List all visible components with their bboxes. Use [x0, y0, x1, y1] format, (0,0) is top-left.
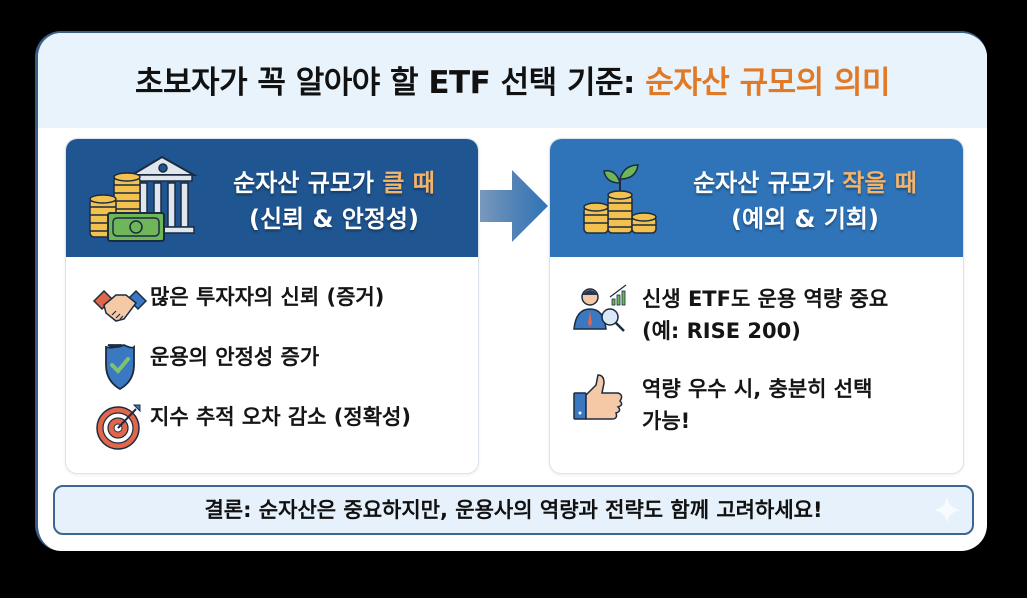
large-assets-heading: 순자산 규모가 클 때 (신뢰 & 안정성): [194, 165, 474, 237]
title-accent: 순자산 규모의 의미: [645, 65, 890, 101]
item-text: 운용의 안정성 증가: [150, 345, 320, 369]
heading-subtitle: (예외 & 기회): [731, 205, 879, 233]
list-item: 지수 추적 오차 감소 (정확성): [90, 401, 411, 451]
heading-highlight: 클 때: [382, 169, 435, 197]
title-band: [38, 33, 987, 128]
heading-prefix: 순자산 규모가: [233, 169, 383, 197]
small-assets-heading: 순자산 규모가 작을 때 (예외 & 기회): [660, 165, 950, 237]
small-assets-header: 순자산 규모가 작을 때 (예외 & 기회): [550, 139, 963, 257]
item-text: 역량 우수 시, 충분히 선택 가능!: [642, 377, 873, 433]
heading-subtitle: (신뢰 & 안정성): [249, 205, 419, 233]
list-item: 많은 투자자의 신뢰 (증거): [90, 281, 384, 331]
target-icon: [96, 404, 141, 450]
small-assets-panel: 순자산 규모가 작을 때 (예외 & 기회): [549, 138, 964, 474]
list-item: 운용의 안정성 증가: [90, 341, 319, 391]
large-assets-list: 많은 투자자의 신뢰 (증거) 운용의 안정성 증가 지수 추적: [66, 257, 478, 473]
item-text: 지수 추적 오차 감소 (정확성): [150, 405, 411, 429]
list-item: 역량 우수 시, 충분히 선택 가능!: [572, 373, 872, 437]
heading-prefix: 순자산 규모가: [693, 169, 843, 197]
large-assets-panel: 순자산 규모가 클 때 (신뢰 & 안정성) 많은 투자자의 신뢰 (증거): [65, 138, 479, 474]
thumbs-up-icon: [573, 374, 623, 420]
item-text: 많은 투자자의 신뢰 (증거): [150, 285, 385, 309]
large-assets-header: 순자산 규모가 클 때 (신뢰 & 안정성): [66, 139, 478, 257]
conclusion-box: 결론: 순자산은 중요하지만, 운용사의 역량과 전략도 함께 고려하세요!: [53, 485, 974, 535]
sprout-coins-icon: [583, 164, 657, 234]
arrow-right-icon: [480, 170, 548, 242]
title-main: 초보자가 꼭 알아야 할 ETF 선택 기준:: [135, 65, 646, 101]
list-item: 신생 ETF도 운용 역량 중요 (예: RISE 200): [572, 283, 888, 347]
bank-coins-cash-icon: [89, 155, 198, 242]
sparkle-icon: [934, 497, 960, 523]
shield-check-icon: [105, 343, 135, 391]
handshake-icon: [92, 289, 148, 322]
small-assets-list: 신생 ETF도 운용 역량 중요 (예: RISE 200) 역량 우수 시, …: [550, 257, 963, 473]
heading-highlight: 작을 때: [842, 169, 917, 197]
item-text: 신생 ETF도 운용 역량 중요 (예: RISE 200): [642, 287, 889, 343]
analyst-chart-icon: [573, 284, 627, 332]
page-title: 초보자가 꼭 알아야 할 ETF 선택 기준: 순자산 규모의 의미: [38, 57, 987, 102]
conclusion-text: 결론: 순자산은 중요하지만, 운용사의 역량과 전략도 함께 고려하세요!: [204, 498, 823, 522]
infographic-card: 초보자가 꼭 알아야 할 ETF 선택 기준: 순자산 규모의 의미: [35, 31, 987, 551]
